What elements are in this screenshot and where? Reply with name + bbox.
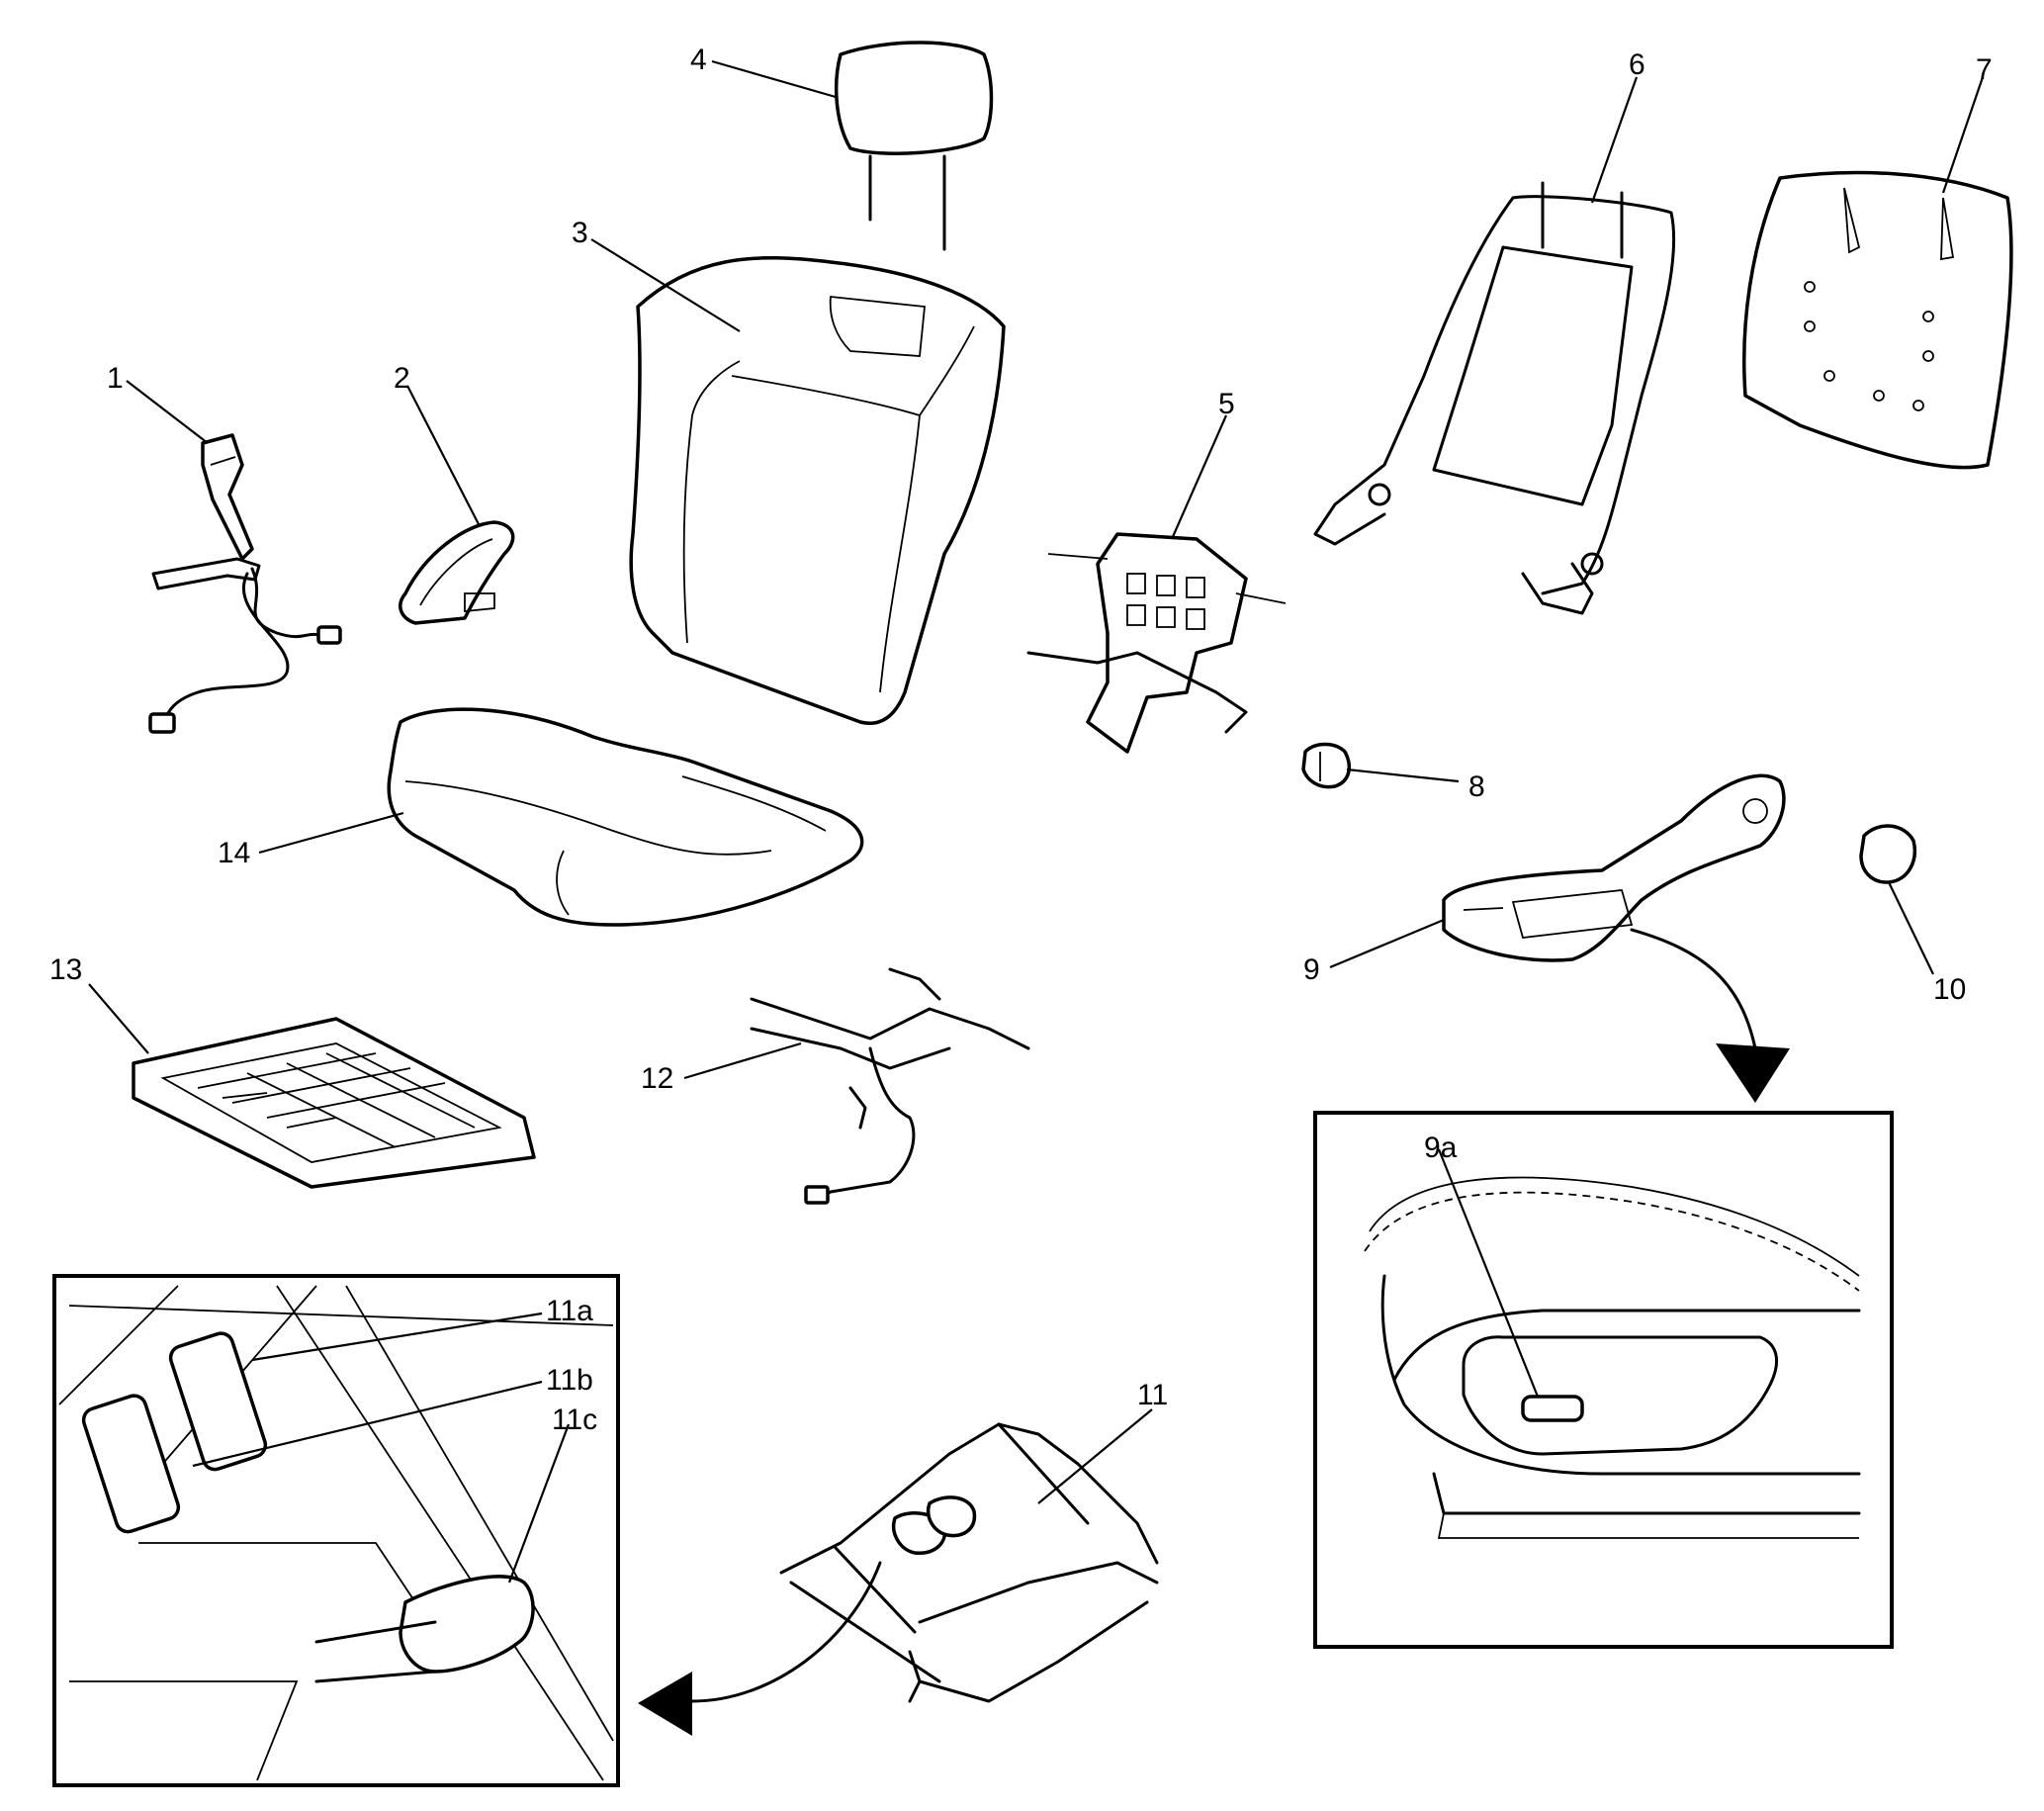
callout-4: 4 <box>690 44 707 76</box>
callout-2: 2 <box>394 362 410 395</box>
part-14-seat-cushion <box>387 707 864 927</box>
part-10-cap <box>1859 824 1916 884</box>
inset-adjuster-detail <box>52 1274 620 1787</box>
part-11-seat-adjuster <box>779 1422 1159 1703</box>
part-1-seat-belt-buckle <box>148 433 342 734</box>
callout-11b: 11b <box>546 1364 593 1397</box>
callout-14: 14 <box>218 837 250 869</box>
callout-1: 1 <box>107 362 124 395</box>
inset-side-panel-detail <box>1313 1111 1894 1649</box>
callout-9: 9 <box>1303 953 1320 986</box>
part-9-side-panel <box>1442 773 1786 962</box>
callout-8: 8 <box>1468 770 1485 803</box>
callout-12: 12 <box>641 1062 673 1095</box>
part-13-cushion-frame <box>132 1017 536 1189</box>
callout-6: 6 <box>1629 48 1645 81</box>
callout-labels: 1 2 3 4 5 6 7 8 9 10 11 12 13 14 9a 11a … <box>49 44 1993 1436</box>
arrow-to-adjuster-inset <box>638 1561 882 1736</box>
part-2-cover <box>399 520 515 625</box>
callout-7: 7 <box>1976 53 1993 86</box>
callout-3: 3 <box>572 217 588 249</box>
callout-10: 10 <box>1933 973 1966 1006</box>
part-4-headrest <box>834 41 994 251</box>
part-7-seatback-panel <box>1742 170 2013 470</box>
leader-lines <box>88 59 1985 1584</box>
part-5-lumbar-support <box>1026 532 1287 754</box>
callout-13: 13 <box>49 953 82 986</box>
part-3-seatback-cushion <box>629 256 1006 725</box>
part-8-knob <box>1301 742 1352 789</box>
part-12-harness <box>750 967 1030 1205</box>
callout-11a: 11a <box>546 1295 593 1327</box>
callout-9a: 9a <box>1424 1132 1458 1164</box>
callout-5: 5 <box>1218 388 1235 420</box>
callout-11: 11 <box>1137 1379 1168 1411</box>
arrow-to-side-panel-inset <box>1630 928 1790 1103</box>
callout-11c: 11c <box>552 1404 597 1436</box>
part-6-seatback-frame <box>1313 181 1676 615</box>
